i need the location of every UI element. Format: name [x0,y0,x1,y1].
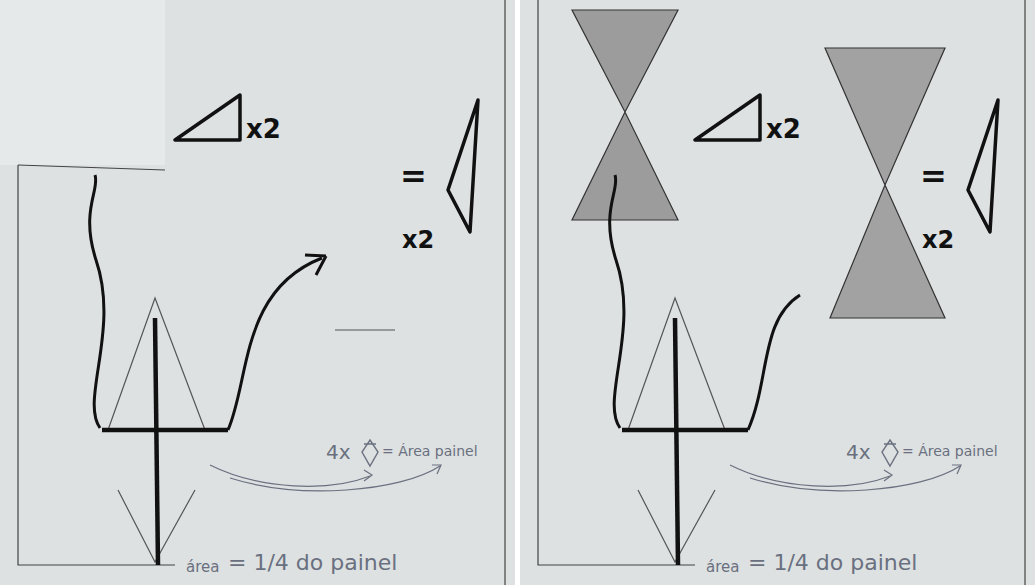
pencil-line [18,165,175,565]
arrow-head [432,465,441,474]
paste-patch [0,0,165,165]
handwritten-note: x2 [922,228,954,252]
scan-ground [520,0,1035,585]
curved-arrow [610,175,624,428]
curved-arrow [90,175,104,428]
handwritten-note: = Área painel [382,444,478,458]
shaded-hourglass [572,10,678,220]
handwritten-note: 4x [846,442,871,462]
pencil-line [504,0,505,585]
leader-line [750,466,960,491]
leader-line [210,465,370,486]
diamond-symbol [362,440,378,466]
pencil-line [102,428,228,433]
triangle-symbol [175,95,240,140]
handwritten-note: área [706,560,739,575]
triangle-symbol [968,100,998,232]
pencil-line [675,318,678,565]
handwritten-note: x2 [402,228,434,252]
handwritten-note: x2 [246,116,281,142]
pencil-line [622,428,748,433]
handwritten-note: área [186,560,219,575]
arrow-head [952,465,961,474]
arrow-head [305,255,326,275]
pencil-line [18,165,165,170]
triangle-symbol [695,95,760,140]
pencil-line [1024,0,1025,585]
handwritten-note: = Área painel [902,444,998,458]
arrow-head [364,470,372,481]
leader-line [730,465,890,486]
curved-arrow [748,295,800,430]
arrow-head [884,470,892,481]
handwritten-note: = 1/4 do painel [748,552,917,574]
curved-arrow [228,258,322,430]
handwritten-note: = [920,160,947,192]
triangle-symbol [448,100,478,232]
diamond-symbol [882,440,898,466]
pencil-line [538,0,695,565]
handwritten-note: = 1/4 do painel [228,552,397,574]
sketch-panel [520,0,1035,585]
handwritten-note: 4x [326,442,351,462]
pencil-line [335,329,395,330]
handwritten-note: x2 [766,116,801,142]
pencil-line [155,318,158,565]
leader-line [230,466,440,491]
scan-ground [0,0,515,585]
sketch-panel [0,0,515,585]
handwritten-note: = [400,160,427,192]
